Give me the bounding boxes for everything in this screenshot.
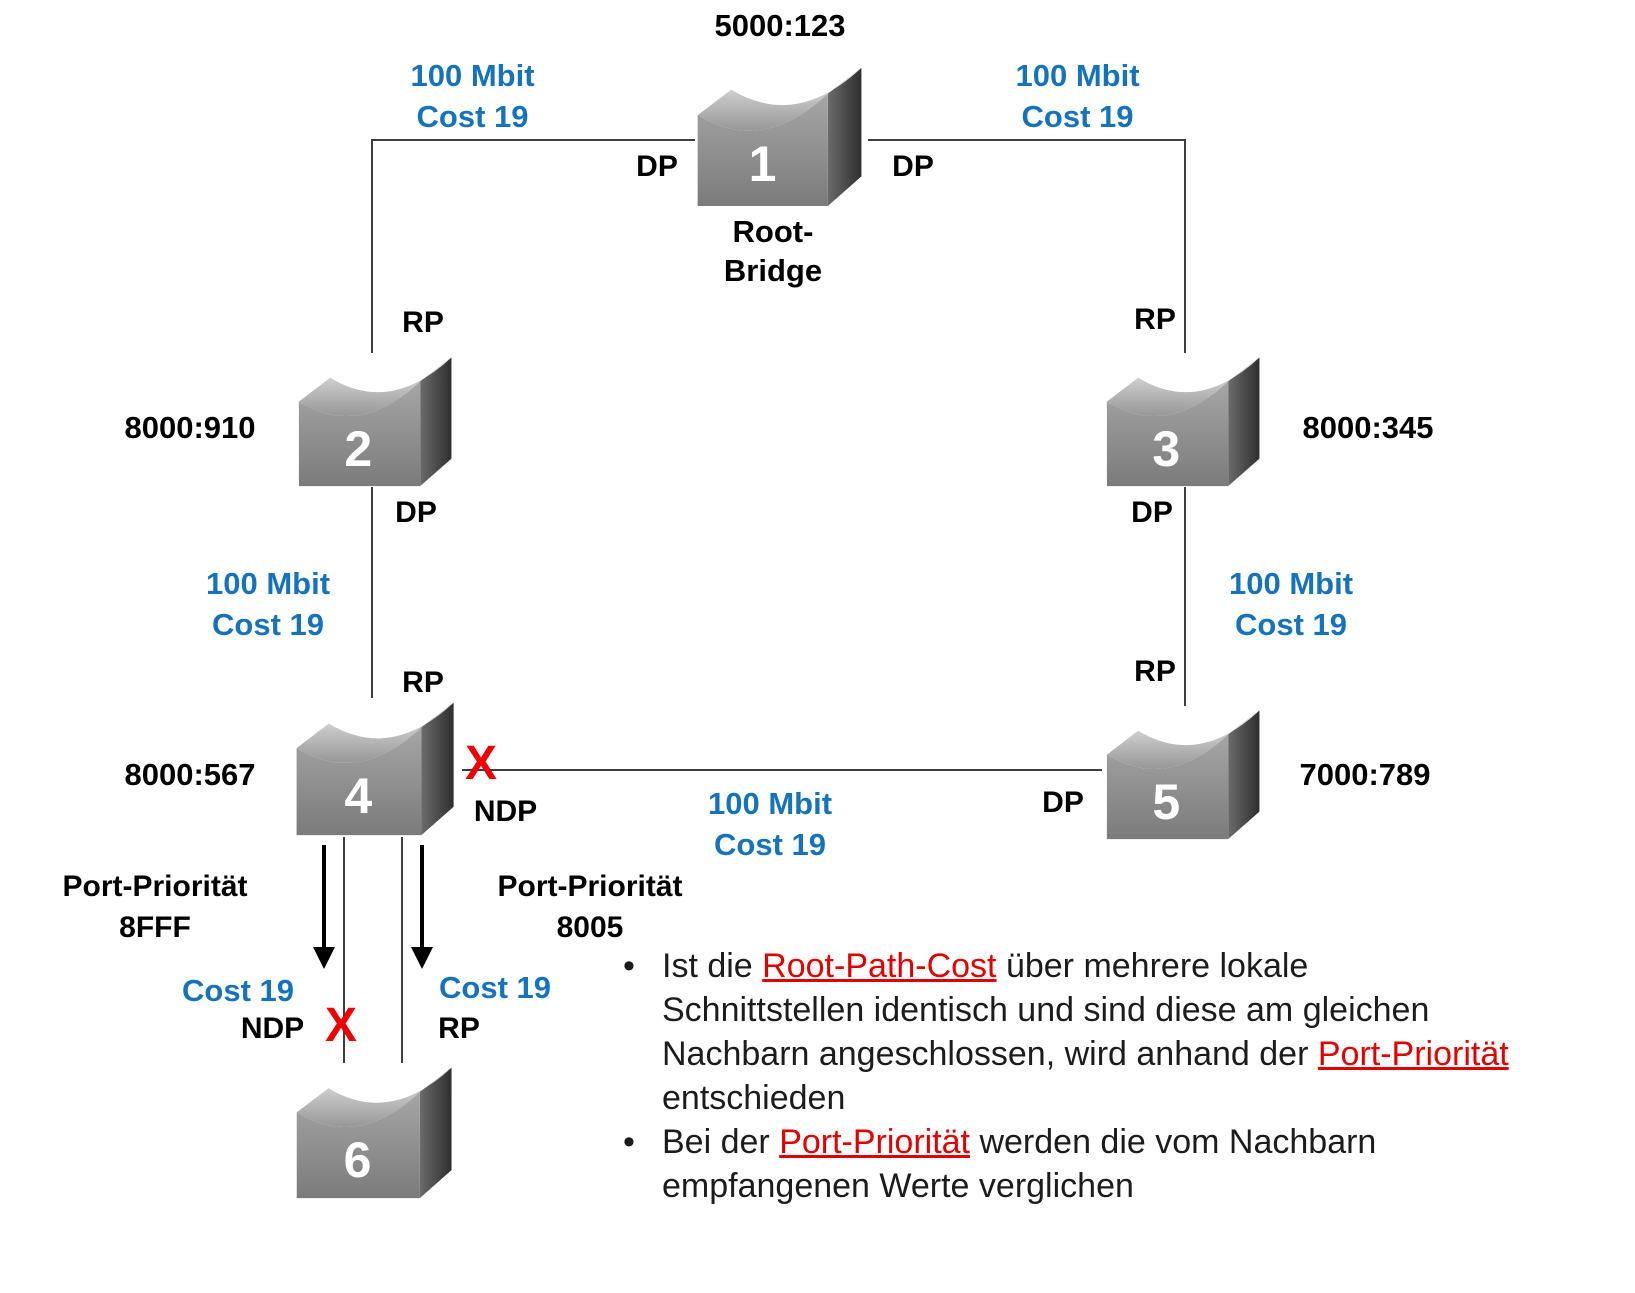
link-cost: Cost 19 <box>1235 607 1347 642</box>
note1-term-root-path-cost: Root-Path-Cost <box>762 947 997 985</box>
bridge-id-s1: 5000:123 <box>714 8 846 43</box>
port-label-s3-top: RP <box>1134 303 1176 336</box>
link-s4-s6-left <box>343 837 345 1063</box>
port-priority-value: 8FFF <box>119 911 191 944</box>
link-label-s2-s4: 100 Mbit Cost 19 <box>185 563 351 645</box>
link-s1-s3-horizontal <box>868 139 1185 141</box>
port-label-s2-top: RP <box>402 306 444 339</box>
notes-block: Ist die Root-Path-Cost über mehrere loka… <box>596 944 1516 1208</box>
switch-1: 1 <box>695 62 868 208</box>
bridge-id-s2: 8000:910 <box>124 410 256 445</box>
port-label-s6-left: NDP <box>240 1012 305 1045</box>
link-s2-s4 <box>371 487 373 698</box>
link-s3-s5 <box>1184 487 1186 706</box>
note2-post: werden die vom Nachbarn empfangenen Wert… <box>662 1123 1377 1205</box>
link-s1-s2-vertical <box>371 139 373 353</box>
bullet-dot <box>596 1120 662 1208</box>
bullet-dot <box>596 944 662 1120</box>
switch-5: 5 <box>1100 705 1270 841</box>
switch-number: 2 <box>344 421 373 477</box>
root-bridge-line2: Bridge <box>723 253 823 288</box>
link-speed: 100 Mbit <box>410 58 535 93</box>
link-s4-s6-right <box>401 837 403 1063</box>
blocked-port-x-s4: X <box>465 737 498 790</box>
note-text-1: Ist die Root-Path-Cost über mehrere loka… <box>662 944 1512 1120</box>
switch-icon <box>298 357 452 487</box>
switch-2: 2 <box>292 352 462 488</box>
link-s4-s5 <box>462 769 1102 771</box>
down-arrow-right-shaft <box>420 845 424 949</box>
link-cost: Cost 19 <box>714 827 826 862</box>
bridge-id-s3: 8000:345 <box>1302 410 1434 445</box>
port-label-s2-bottom: DP <box>395 496 437 529</box>
link-label-s3-s5: 100 Mbit Cost 19 <box>1208 563 1374 645</box>
down-arrow-left-shaft <box>322 845 326 949</box>
port-label-s5-left: DP <box>1042 786 1084 819</box>
link-cost: Cost 19 <box>1021 99 1134 134</box>
port-priority-right: Port-Priorität 8005 <box>465 866 715 948</box>
switch-icon <box>296 702 454 836</box>
switch-icon <box>296 1067 452 1199</box>
switch-6: 6 <box>292 1062 460 1200</box>
blocked-port-x-s6: X <box>325 999 358 1052</box>
note-bullet-1: Ist die Root-Path-Cost über mehrere loka… <box>596 944 1516 1120</box>
port-label-s4-top: RP <box>402 666 444 699</box>
port-priority-label: Port-Priorität <box>497 870 683 903</box>
link-cost: Cost 19 <box>212 607 324 642</box>
port-label-s3-bottom: DP <box>1131 496 1173 529</box>
link-label-s4-s5: 100 Mbit Cost 19 <box>687 783 853 865</box>
note-bullet-2: Bei der Port-Priorität werden die vom Na… <box>596 1120 1516 1208</box>
root-bridge-caption: Root- Bridge <box>673 212 873 290</box>
link-speed: 100 Mbit <box>1228 566 1354 601</box>
note1-mid: über mehrere lokale Schnittstellen ident… <box>662 947 1430 1073</box>
link-cost: Cost 19 <box>416 99 529 134</box>
switch-icon <box>1106 357 1260 487</box>
switch-icon <box>1106 710 1260 840</box>
switch-number: 5 <box>1152 774 1181 830</box>
port-label-s4-right: NDP <box>473 795 538 828</box>
switch-number: 6 <box>343 1132 372 1188</box>
port-priority-value: 8005 <box>556 911 624 944</box>
switch-4: 4 <box>292 697 462 837</box>
note1-post: entschieden <box>662 1079 846 1117</box>
link-speed: 100 Mbit <box>205 566 331 601</box>
down-arrow-right-head <box>411 947 433 969</box>
switch-3: 3 <box>1100 352 1270 488</box>
link-label-s1-s2: 100 Mbit Cost 19 <box>390 55 555 137</box>
link-s1-s2-horizontal <box>372 139 695 141</box>
port-priority-label: Port-Priorität <box>62 870 248 903</box>
switch-icon <box>697 67 862 207</box>
switch-number: 4 <box>344 768 373 824</box>
root-bridge-line1: Root- <box>732 214 814 249</box>
port-label-s1-left: DP <box>636 150 678 183</box>
note1-term-port-prioritaet: Port-Priorität <box>1317 1035 1509 1073</box>
note-text-2: Bei der Port-Priorität werden die vom Na… <box>662 1120 1512 1208</box>
link-s1-s3-vertical <box>1184 139 1186 353</box>
port-label-s6-right: RP <box>438 1012 480 1045</box>
port-label-s1-right: DP <box>892 150 934 183</box>
switch-number: 3 <box>1152 421 1181 477</box>
note2-term-port-prioritaet: Port-Priorität <box>779 1123 971 1161</box>
note1-pre: Ist die <box>662 947 763 985</box>
link-label-s1-s3: 100 Mbit Cost 19 <box>995 55 1160 137</box>
link-speed: 100 Mbit <box>1015 58 1140 93</box>
down-arrow-left-head <box>313 947 335 969</box>
switch-number: 1 <box>748 136 777 192</box>
cost-label-s4-s6-right: Cost 19 <box>439 970 551 1005</box>
port-label-s5-top: RP <box>1134 655 1176 688</box>
link-speed: 100 Mbit <box>707 786 833 821</box>
note2-pre: Bei der <box>662 1123 780 1161</box>
port-priority-left: Port-Priorität 8FFF <box>30 866 280 948</box>
cost-label-s4-s6-left: Cost 19 <box>182 973 294 1008</box>
bridge-id-s5: 7000:789 <box>1299 757 1431 792</box>
bridge-id-s4: 8000:567 <box>124 757 256 792</box>
